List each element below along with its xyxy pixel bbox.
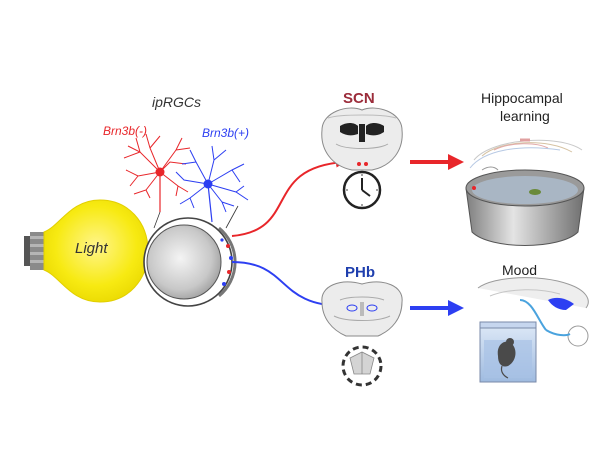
eye-icon — [143, 217, 237, 307]
mood-label: Mood — [502, 262, 538, 278]
iprgcs-label: ipRGCs — [152, 94, 202, 110]
brn3b-negative-label: Brn3b(-) — [103, 124, 148, 138]
mood-illustration — [477, 277, 589, 383]
clock-icon — [342, 170, 382, 210]
phb-brain-section — [321, 281, 403, 337]
learning-label: learning — [500, 108, 550, 124]
brn3b-negative-neuron — [123, 133, 191, 212]
water-maze-icon — [465, 138, 585, 246]
phb-label: PHb — [345, 264, 375, 281]
pointer-line — [153, 211, 161, 229]
blue-arrow — [410, 300, 464, 316]
red-arrow — [410, 154, 464, 170]
brn3b-positive-label: Brn3b(+) — [202, 126, 250, 140]
brn3b-positive-neuron — [175, 145, 249, 223]
pointer-line — [225, 205, 239, 229]
scn-label: SCN — [343, 90, 375, 107]
scn-brain-section — [321, 107, 403, 171]
hippocampal-label: Hippocampal — [481, 90, 563, 106]
mouse-icon — [497, 338, 516, 379]
light-label: Light — [75, 240, 108, 257]
red-pathway-curve — [231, 157, 346, 237]
dashed-clock-icon — [341, 345, 383, 387]
